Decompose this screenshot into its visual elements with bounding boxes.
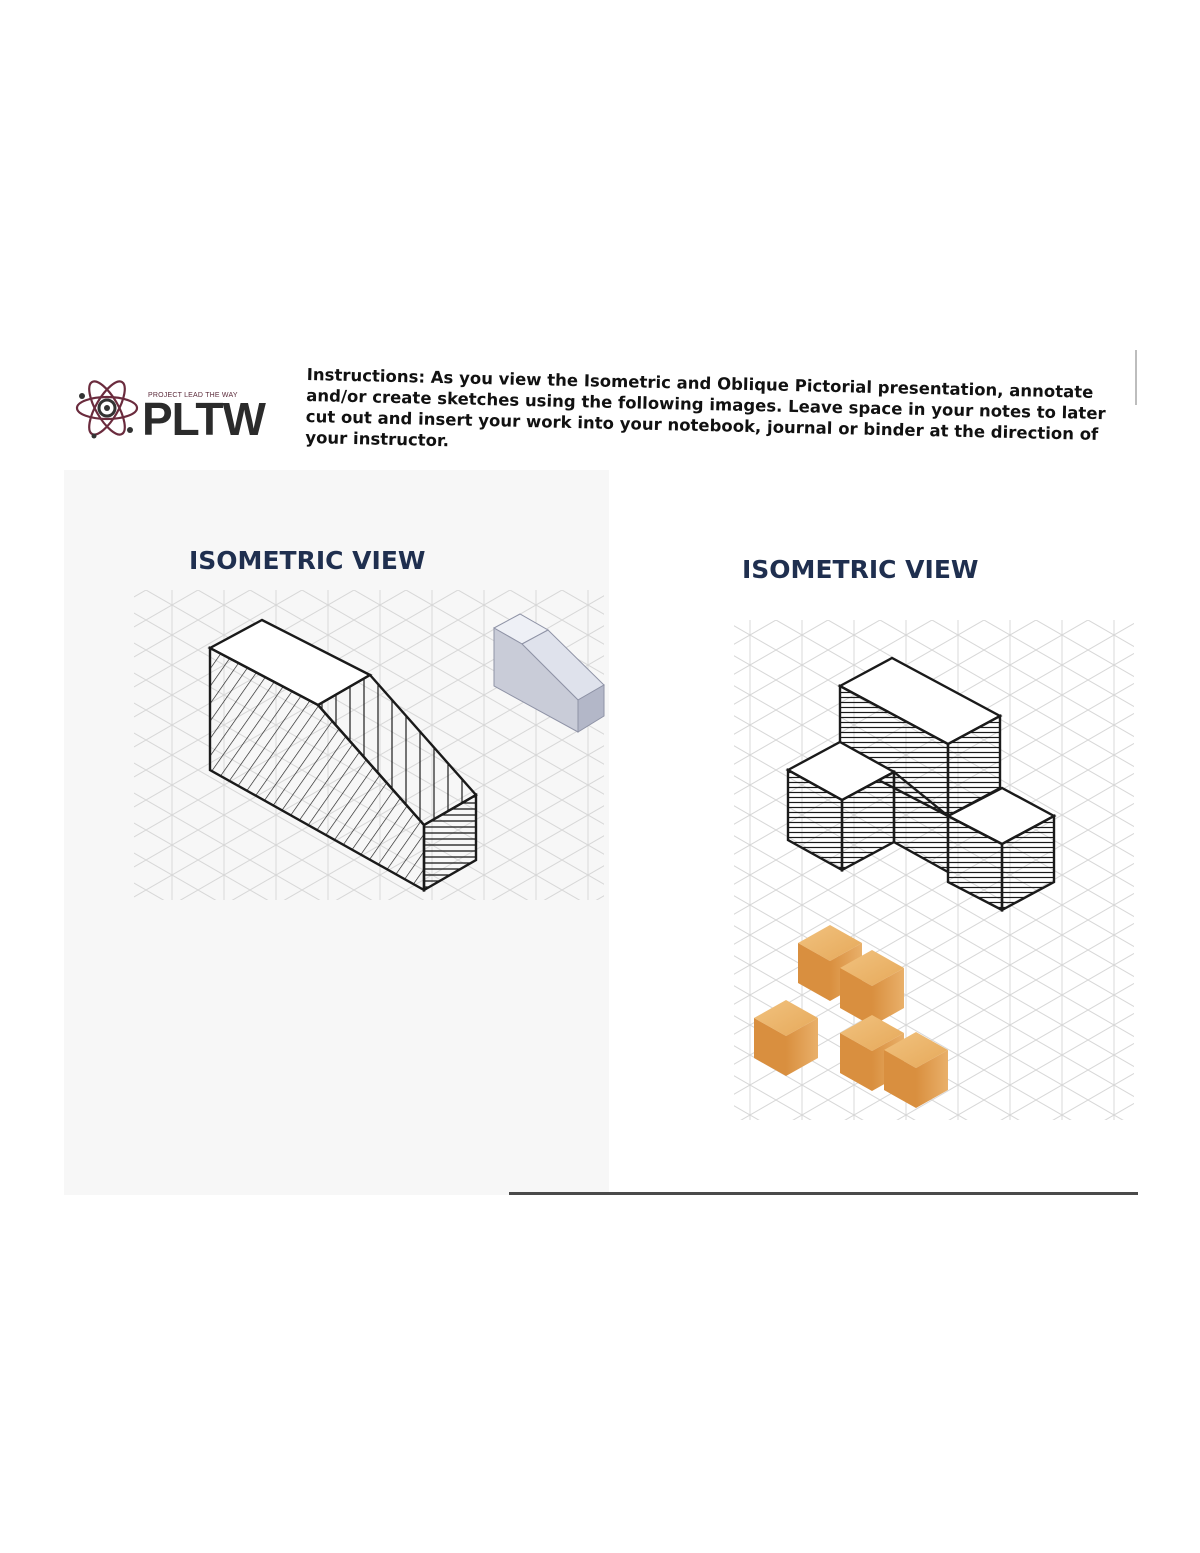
- left-reference-model: [492, 613, 605, 733]
- right-isometric-illustration: [734, 620, 1134, 1120]
- page-bottom-edge: [509, 1192, 1138, 1195]
- pltw-logo: PROJECT LEAD THE WAY PLTW: [72, 370, 282, 450]
- logo-tagline: PROJECT LEAD THE WAY: [148, 392, 238, 399]
- left-panel-title: ISOMETRIC VIEW: [189, 546, 426, 575]
- page-edge-mark: [1135, 350, 1137, 405]
- right-panel-title: ISOMETRIC VIEW: [742, 555, 979, 584]
- worksheet-page: PROJECT LEAD THE WAY PLTW Instructions: …: [64, 350, 1138, 1200]
- right-reference-model: [754, 925, 948, 1108]
- right-sketch-blocks: [785, 656, 1057, 913]
- left-sketch-block: [207, 618, 478, 893]
- instructions-text: Instructions: As you view the Isometric …: [305, 364, 1106, 451]
- left-isometric-illustration: [134, 590, 605, 900]
- atom-icon: [75, 380, 139, 439]
- logo-wordmark: PLTW: [142, 393, 266, 445]
